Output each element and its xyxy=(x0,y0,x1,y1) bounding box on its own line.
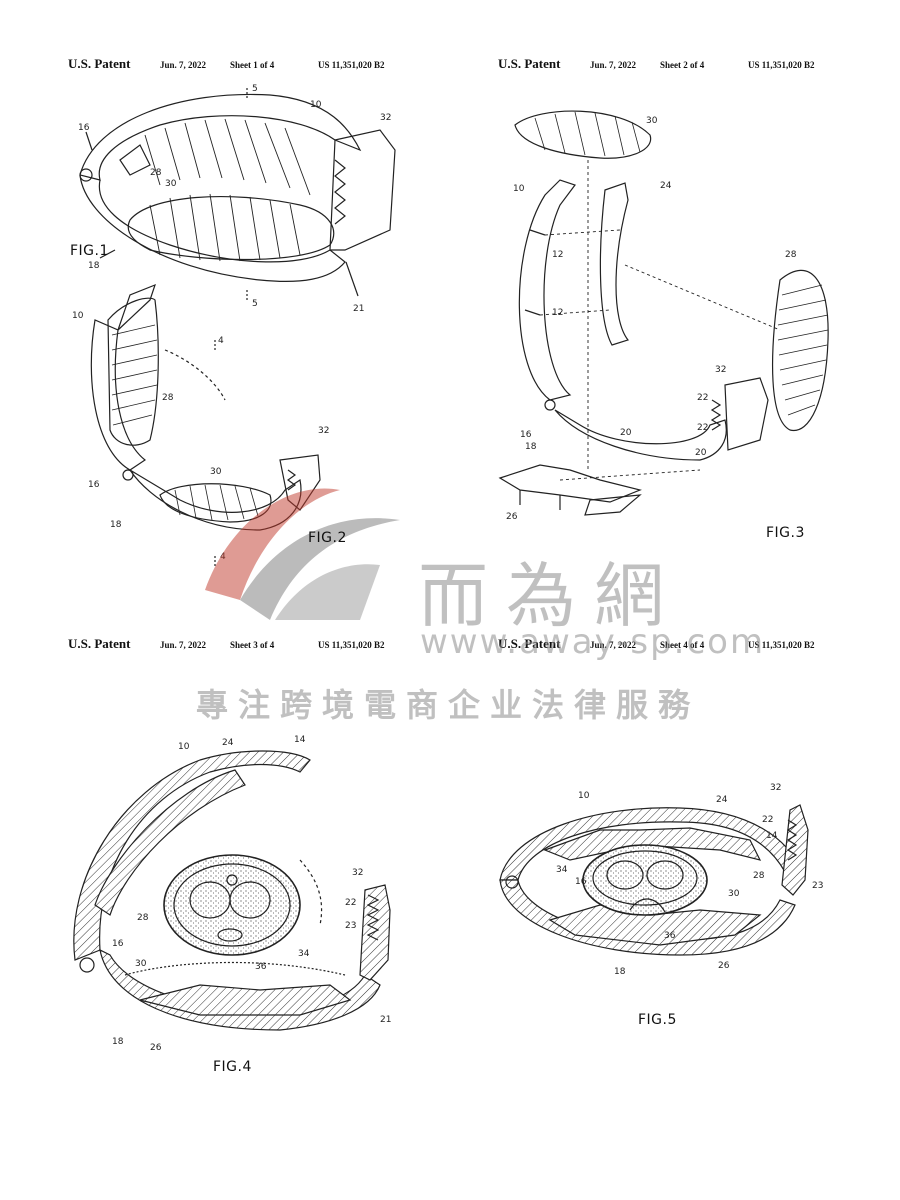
sheet3-title: U.S. Patent xyxy=(68,636,131,651)
ref-18-fig1: 18 xyxy=(88,261,100,271)
sheet4-title: U.S. Patent xyxy=(498,636,561,651)
watermark-brand: 而為網 xyxy=(418,555,682,637)
watermark-slogan: 專注跨境電商企业法律服務 xyxy=(196,686,701,724)
ref-24-fig3: 24 xyxy=(660,181,672,191)
sheet1-patent-number: US 11,351,020 B2 xyxy=(318,60,385,70)
sheet4-patent-number: US 11,351,020 B2 xyxy=(748,640,815,650)
ref-20-fig3-b: 20 xyxy=(695,448,707,458)
ref-4-fig2-top: 4 xyxy=(218,336,224,346)
sheet1-number: Sheet 1 of 4 xyxy=(230,60,275,70)
ref-21-fig4: 21 xyxy=(380,1015,391,1025)
ref-32-fig4: 32 xyxy=(352,868,363,878)
ref-30-fig3: 30 xyxy=(646,116,658,126)
ref-34-fig5: 34 xyxy=(556,865,568,875)
fig5-drawing xyxy=(499,804,809,956)
ref-26-fig5: 26 xyxy=(718,961,730,971)
ref-36-fig4: 36 xyxy=(255,962,267,972)
ref-30-fig5: 30 xyxy=(728,889,740,899)
ref-32-fig2: 32 xyxy=(318,426,329,436)
sheet4-date: Jun. 7, 2022 xyxy=(590,640,637,650)
ref-30-fig4: 30 xyxy=(135,959,147,969)
fig2-label: FIG.2 xyxy=(308,530,347,546)
ref-26-fig3: 26 xyxy=(506,512,518,522)
ref-32-fig1: 32 xyxy=(380,113,391,123)
ref-14-fig4: 14 xyxy=(294,735,306,745)
fig2-drawing xyxy=(90,283,321,568)
ref-18-fig3: 18 xyxy=(525,442,537,452)
ref-28-fig5: 28 xyxy=(753,871,765,881)
ref-16-fig2: 16 xyxy=(88,480,100,490)
ref-10-fig3: 10 xyxy=(513,184,525,194)
ref-16-fig5: 16 xyxy=(575,877,587,887)
ref-20-fig3-a: 20 xyxy=(620,428,632,438)
ref-22-fig3-b: 22 xyxy=(697,423,708,433)
ref-32-fig5: 32 xyxy=(770,783,781,793)
ref-34-fig4: 34 xyxy=(298,949,310,959)
sheet2-date: Jun. 7, 2022 xyxy=(590,60,637,70)
sheet3-date: Jun. 7, 2022 xyxy=(160,640,207,650)
ref-28-fig2: 28 xyxy=(162,393,174,403)
ref-24-fig4: 24 xyxy=(222,738,234,748)
ref-12-fig3-a: 12 xyxy=(552,250,563,260)
ref-30-fig2: 30 xyxy=(210,467,222,477)
fig3-label: FIG.3 xyxy=(766,525,805,541)
ref-22-fig3-a: 22 xyxy=(697,393,708,403)
sheet4-number: Sheet 4 of 4 xyxy=(660,640,705,650)
ref-10-fig5: 10 xyxy=(578,791,590,801)
watermark-logo xyxy=(205,488,400,620)
ref-14-fig5: 14 xyxy=(766,831,778,841)
ref-36-fig5: 36 xyxy=(664,931,676,941)
sheet2-patent-number: US 11,351,020 B2 xyxy=(748,60,815,70)
sheet2-title: U.S. Patent xyxy=(498,56,561,71)
reference-numerals: 5 10 32 16 28 30 18 5 21 4 10 28 32 30 1… xyxy=(72,84,823,1053)
ref-30-fig1: 30 xyxy=(165,179,177,189)
ref-28-fig1: 28 xyxy=(150,168,162,178)
ref-16-fig3: 16 xyxy=(520,430,532,440)
ref-16-fig4: 16 xyxy=(112,939,124,949)
ref-28-fig4: 28 xyxy=(137,913,149,923)
fig3-drawing xyxy=(498,110,829,516)
ref-22-fig5: 22 xyxy=(762,815,773,825)
ref-10-fig4: 10 xyxy=(178,742,190,752)
ref-28-fig3: 28 xyxy=(785,250,797,260)
sheet2-number: Sheet 2 of 4 xyxy=(660,60,705,70)
fig1-label: FIG.1 xyxy=(70,243,109,259)
ref-26-fig4: 26 xyxy=(150,1043,162,1053)
ref-5-fig1-top: 5 xyxy=(252,84,258,94)
ref-12-fig3-b: 12 xyxy=(552,308,563,318)
ref-23-fig4: 23 xyxy=(345,921,356,931)
fig4-drawing xyxy=(73,750,391,1031)
ref-18-fig4: 18 xyxy=(112,1037,124,1047)
sheet3-number: Sheet 3 of 4 xyxy=(230,640,275,650)
ref-16-fig1: 16 xyxy=(78,123,90,133)
sheet3-patent-number: US 11,351,020 B2 xyxy=(318,640,385,650)
ref-22-fig4: 22 xyxy=(345,898,356,908)
fig4-label: FIG.4 xyxy=(213,1059,252,1075)
ref-18-fig2: 18 xyxy=(110,520,122,530)
fig5-label: FIG.5 xyxy=(638,1012,677,1028)
sheet1-date: Jun. 7, 2022 xyxy=(160,60,207,70)
fig1-drawing xyxy=(79,88,396,302)
ref-32-fig3: 32 xyxy=(715,365,726,375)
ref-21-fig1: 21 xyxy=(353,304,364,314)
ref-10-fig2: 10 xyxy=(72,311,84,321)
watermark-url: www.away-sp.com xyxy=(420,622,766,662)
ref-10-fig1: 10 xyxy=(310,100,322,110)
ref-24-fig5: 24 xyxy=(716,795,728,805)
ref-18-fig5: 18 xyxy=(614,967,626,977)
sheet1-title: U.S. Patent xyxy=(68,56,131,71)
ref-23-fig5: 23 xyxy=(812,881,823,891)
ref-5-fig1-bottom: 5 xyxy=(252,299,258,309)
